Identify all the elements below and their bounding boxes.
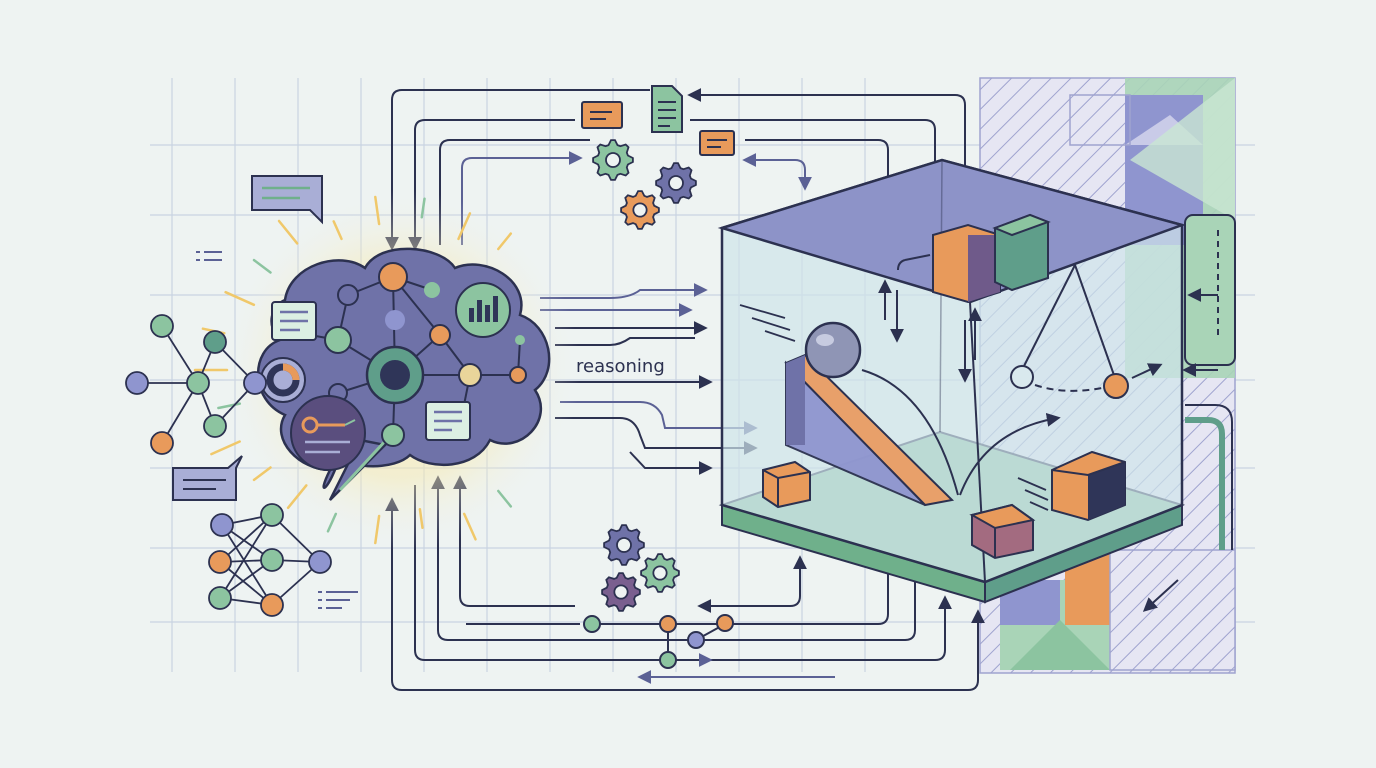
bar-chart-icon [455,282,511,338]
gear-icon [603,524,645,566]
gear-icon [655,162,697,204]
document-icon [425,401,471,441]
document-icon [651,85,683,133]
pie-chart-icon [260,357,306,403]
key-icon [290,395,366,471]
document-icon [271,301,317,341]
gear-icon [592,139,634,181]
document-icon [581,101,623,129]
gear-cluster [592,139,697,612]
gear-icon [620,190,660,230]
list-icon [196,251,358,609]
reasoning-label: reasoning [576,356,665,377]
gear-icon [601,572,641,612]
brain-network-icon [256,247,551,501]
document-icon [699,130,735,156]
chat-bubble-icon [251,175,323,225]
node-chain [583,614,734,669]
pendulum-icon [1010,264,1163,399]
gear-icon [640,553,680,593]
neural-network-icon [125,314,332,617]
chat-bubble-icon [172,455,243,501]
physics-cube-icon [717,158,1187,604]
ramp-ball-icon [804,321,862,379]
